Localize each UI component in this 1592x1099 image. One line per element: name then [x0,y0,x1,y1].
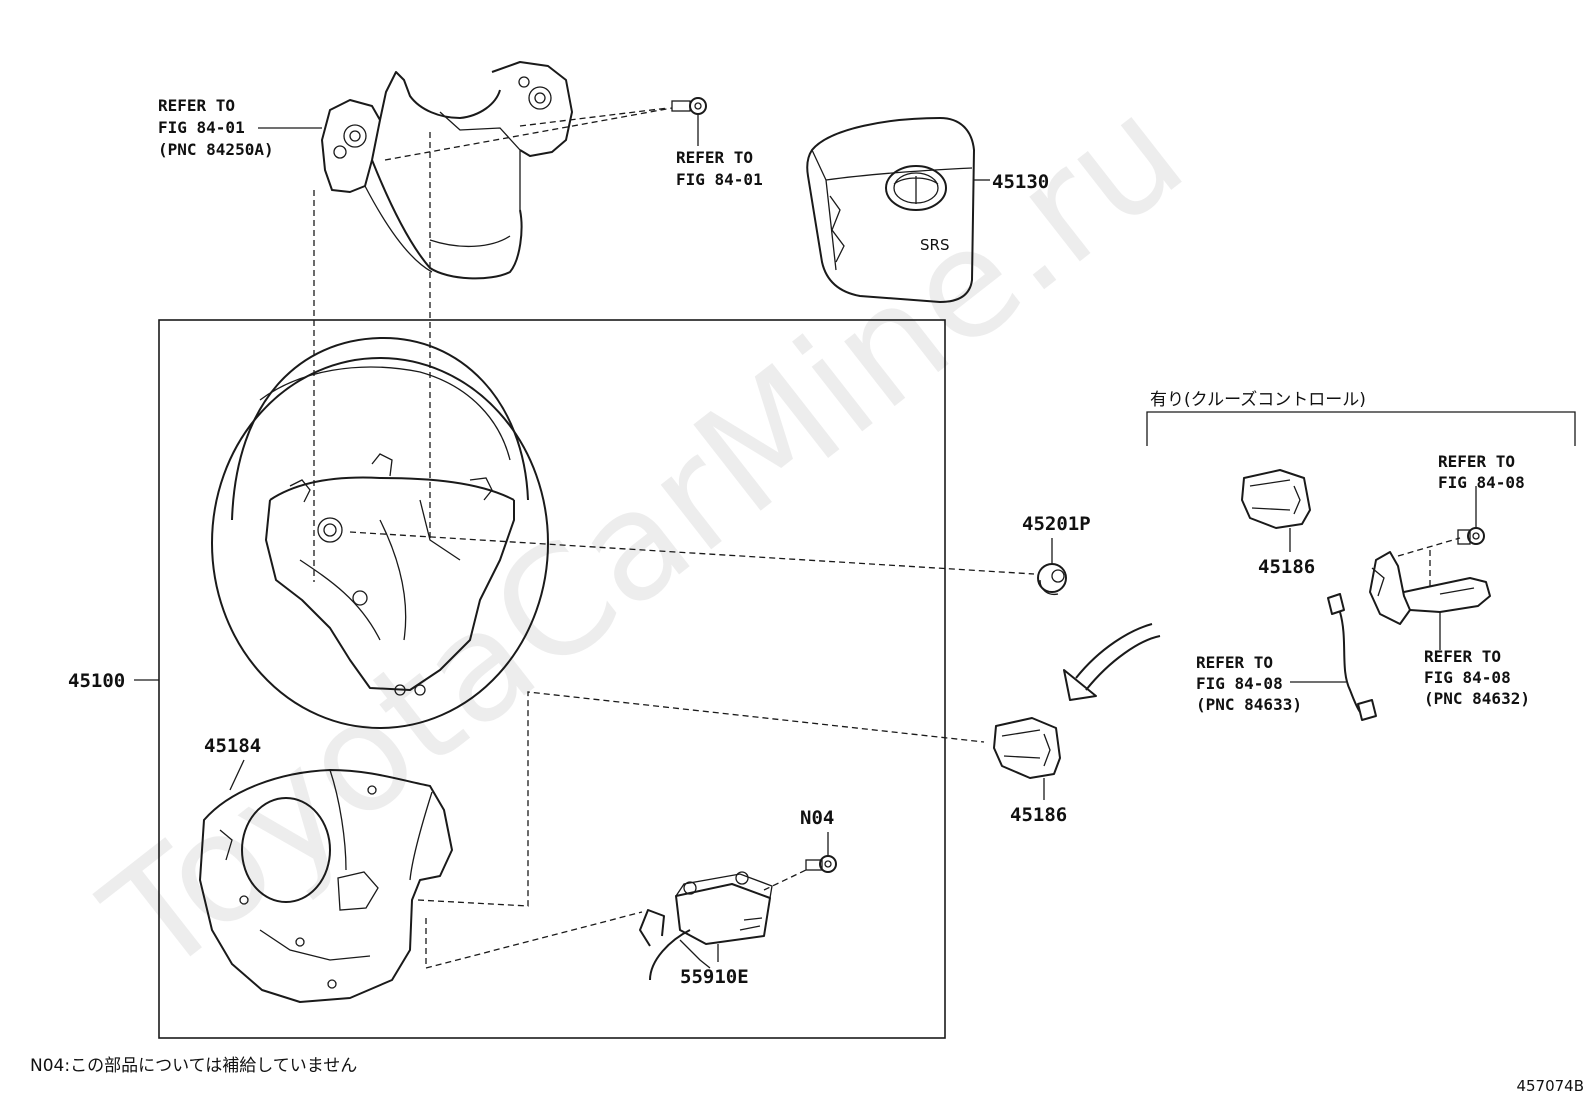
module-dashline [763,869,807,891]
figure-id: 457074B [1516,1077,1584,1095]
label-45100: 45100 [68,670,125,692]
pad-switch-dashline-1 [384,107,673,161]
horn-pad-drawing: SRS [806,117,975,303]
label-55910e: 55910E [680,966,749,988]
option-bracket [1146,411,1576,446]
n04-screw-icon [805,855,837,873]
cap-45201p-icon [1037,563,1067,596]
assembly-frame [158,319,946,1039]
footnote: N04:この部品については補給していません [30,1056,357,1076]
ref-option-switch: REFER TO FIG 84-08 (PNC 84632) [1424,647,1530,708]
harness-drawing [1327,593,1377,721]
option-screw-icon [1457,527,1485,545]
switch-45186-drawing [993,717,1061,779]
label-45186-option: 45186 [1258,556,1315,578]
cover-dashline-1 [417,691,985,907]
ref-option-bolt: REFER TO FIG 84-08 [1438,452,1525,492]
module-55910e-drawing [639,871,773,981]
switch-45186-option-drawing [1241,469,1311,529]
label-45201p: 45201P [1022,513,1091,535]
steering-wheel-drawing [211,336,549,729]
lower-cover-drawing [199,769,453,1003]
insertion-arrow-icon [1063,623,1161,701]
pad-switch-dashline-2 [519,107,669,127]
label-n04: N04 [800,807,834,829]
ref-option-harness: REFER TO FIG 84-08 (PNC 84633) [1196,653,1302,714]
steering-pad-switch-drawing [321,61,573,280]
label-45186-main: 45186 [1010,804,1067,826]
cruise-switch-drawing [1369,551,1491,625]
svg-text:SRS: SRS [920,236,949,254]
leader-45184 [229,759,245,791]
ref-top-left: REFER TO FIG 84-01 (PNC 84250A) [158,96,274,159]
wheel-to-cap-dashline [349,531,1035,575]
option-dashline-1 [1397,537,1461,557]
label-45184: 45184 [204,735,261,757]
ref-top-bolt: REFER TO FIG 84-01 [676,148,763,189]
option-header: 有り(クルーズコントロール) [1150,390,1366,410]
cover-dashline-2 [425,911,643,969]
label-45130: 45130 [992,171,1049,193]
pad-switch-screw-icon [671,97,707,115]
